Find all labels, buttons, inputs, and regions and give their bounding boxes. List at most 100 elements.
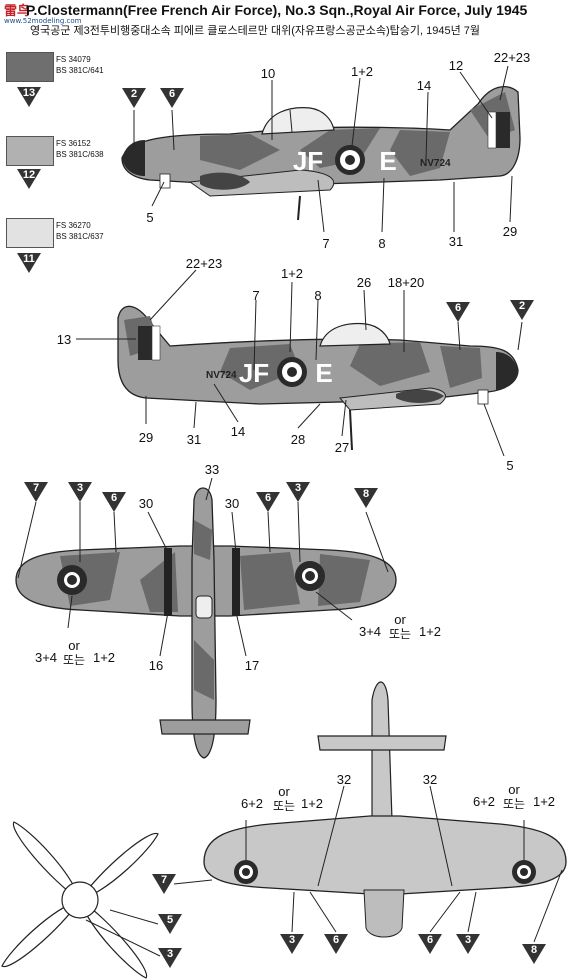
callout-31-left: 31 xyxy=(187,432,201,447)
svg-text:2: 2 xyxy=(131,88,137,100)
marker-3-top-left: 3 xyxy=(68,482,92,502)
svg-text:6: 6 xyxy=(333,934,339,946)
callout-ko-or-right: 또는 xyxy=(389,627,411,641)
callout-14-right: 14 xyxy=(417,78,431,93)
svg-text:3: 3 xyxy=(289,934,295,946)
svg-text:6: 6 xyxy=(455,302,461,314)
svg-text:11: 11 xyxy=(23,253,35,265)
svg-text:8: 8 xyxy=(531,944,537,956)
marker-6-top-left: 6 xyxy=(102,492,126,512)
marker-2-left: 2 xyxy=(510,300,534,320)
callout-7-right: 7 xyxy=(322,236,329,251)
serial-left: NV724 xyxy=(206,370,237,381)
marker-3-bottom-left: 3 xyxy=(280,934,304,954)
callout-ko-or-left: 또는 xyxy=(63,653,85,667)
color-swatch-medium xyxy=(6,136,54,166)
marker-6-right: 6 xyxy=(160,88,184,108)
marker-3-propeller: 3 xyxy=(158,948,182,968)
marker-7-bottom: 7 xyxy=(152,874,176,894)
callout-12-right: 12 xyxy=(449,58,463,73)
marker-6-bottom-left: 6 xyxy=(324,934,348,954)
marker-8-bottom: 8 xyxy=(522,944,546,964)
marker-3-top-right: 3 xyxy=(286,482,310,502)
callout-1-2-right: 1+2 xyxy=(351,64,373,79)
callout-6-2-right: 6+2 xyxy=(473,794,495,809)
callout-31-right: 31 xyxy=(449,234,463,249)
callout-27: 27 xyxy=(335,440,349,455)
svg-text:3: 3 xyxy=(167,948,173,960)
callout-ko-or-bottom-right: 또는 xyxy=(503,797,525,811)
callout-30-left: 30 xyxy=(139,496,153,511)
callout-33: 33 xyxy=(205,462,219,477)
callout-16: 16 xyxy=(149,658,163,673)
bottom-view: 32 32 6+2 or 또는 1+2 6+2 or 또는 1+2 7 3 6 … xyxy=(152,681,567,964)
aircraft-letter-right: E xyxy=(379,146,396,176)
color-swatch-light xyxy=(6,218,54,248)
marker-7-top: 7 xyxy=(24,482,48,502)
svg-text:7: 7 xyxy=(33,482,39,494)
callout-26: 26 xyxy=(357,275,371,290)
callout-29-right: 29 xyxy=(503,224,517,239)
left-side-view: JF E NV724 22+23 1+2 26 18+20 13 7 8 29 … xyxy=(57,256,534,473)
marker-3-bottom-right: 3 xyxy=(456,934,480,954)
callout-or-right: or xyxy=(394,612,406,627)
svg-text:12: 12 xyxy=(23,169,35,181)
svg-text:6: 6 xyxy=(169,88,175,100)
palette-number-12: 12 xyxy=(17,169,41,189)
callout-32-left: 32 xyxy=(337,772,351,787)
marker-2-right: 2 xyxy=(122,88,146,108)
svg-text:8: 8 xyxy=(363,488,369,500)
callout-1-2-top-left: 1+2 xyxy=(93,650,115,665)
svg-text:13: 13 xyxy=(23,87,35,99)
callout-or-bottom-right: or xyxy=(508,782,520,797)
callout-3-4-left: 3+4 xyxy=(35,650,57,665)
callout-1-2-bottom-left: 1+2 xyxy=(301,796,323,811)
callout-22-23-left: 22+23 xyxy=(186,256,223,271)
callout-10: 10 xyxy=(261,66,275,81)
callout-8-left: 8 xyxy=(314,288,321,303)
squadron-code-right: JF xyxy=(293,146,323,176)
callout-or-left: or xyxy=(68,638,80,653)
callout-ko-or-bottom-left: 또는 xyxy=(273,799,295,813)
page-subtitle-korean: 영국공군 제3전투비행중대소속 피에르 클로스테르만 대위(자유프랑스공군소속)… xyxy=(30,25,480,37)
palette-number-13: 13 xyxy=(17,87,41,107)
right-side-view: JF E NV724 10 1+2 14 12 22+23 5 7 8 31 2… xyxy=(121,50,531,251)
callout-17: 17 xyxy=(245,658,259,673)
callout-6-2-left: 6+2 xyxy=(241,796,263,811)
callout-18-20: 18+20 xyxy=(388,275,425,290)
top-view: 33 30 30 16 17 3+4 or 또는 1+2 3+4 or 또는 1… xyxy=(15,462,441,759)
palette-number-11: 11 xyxy=(17,253,41,273)
serial-right: NV724 xyxy=(420,158,451,169)
callout-14-left: 14 xyxy=(231,424,245,439)
svg-text:6: 6 xyxy=(427,934,433,946)
callout-22-23-right: 22+23 xyxy=(494,50,531,65)
callout-28: 28 xyxy=(291,432,305,447)
callout-8-right: 8 xyxy=(378,236,385,251)
marker-6-left: 6 xyxy=(446,302,470,322)
callout-or-bottom-left: or xyxy=(278,784,290,799)
callout-29-left: 29 xyxy=(139,430,153,445)
svg-text:7: 7 xyxy=(161,874,167,886)
callout-13: 13 xyxy=(57,332,71,347)
svg-text:6: 6 xyxy=(265,492,271,504)
callout-1-2-left: 1+2 xyxy=(281,266,303,281)
callout-32-right: 32 xyxy=(423,772,437,787)
svg-text:6: 6 xyxy=(111,492,117,504)
marker-6-top-right: 6 xyxy=(256,492,280,512)
svg-text:3: 3 xyxy=(77,482,83,494)
callout-30-right: 30 xyxy=(225,496,239,511)
callout-7-left: 7 xyxy=(252,288,259,303)
page-title: P.Clostermann(Free French Air Force), No… xyxy=(26,2,528,18)
color-swatch-dark xyxy=(6,52,54,82)
callout-5-left: 5 xyxy=(506,458,513,473)
callout-3-4-right: 3+4 xyxy=(359,624,381,639)
marker-2-left-text: 2 xyxy=(519,300,525,312)
callout-5-right: 5 xyxy=(146,210,153,225)
callout-1-2-bottom-right: 1+2 xyxy=(533,794,555,809)
svg-text:5: 5 xyxy=(167,914,173,926)
marker-6-bottom-right: 6 xyxy=(418,934,442,954)
